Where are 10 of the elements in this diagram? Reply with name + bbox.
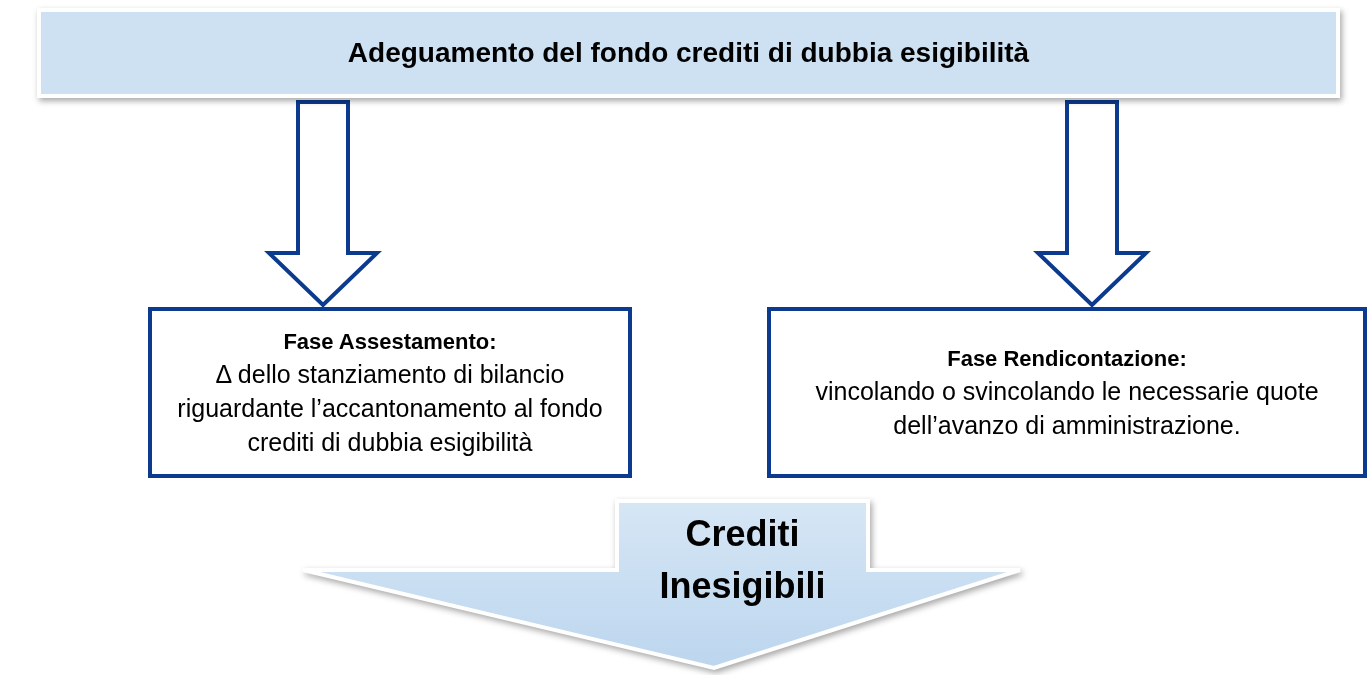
phase-heading: Fase Rendicontazione: [947,344,1187,373]
block-arrow [1033,100,1151,308]
banner-text: Adeguamento del fondo crediti di dubbia esigibilità [347,36,1030,70]
arrow-text: Crediti Inesigibili [658,512,827,608]
phase-description: vincolando o svincolando le necessarie quote dell’avanzo di amministrazione. [814,375,1320,441]
phase-box [767,307,1367,478]
phase-description: Δ dello stanziamento di bilancio riguardante l’accantonamento al fondo crediti di dubbia esigibilità [176,358,604,458]
block-arrow [264,100,382,308]
phase-heading: Fase Assestamento: [283,327,497,356]
phase-box [148,307,632,478]
